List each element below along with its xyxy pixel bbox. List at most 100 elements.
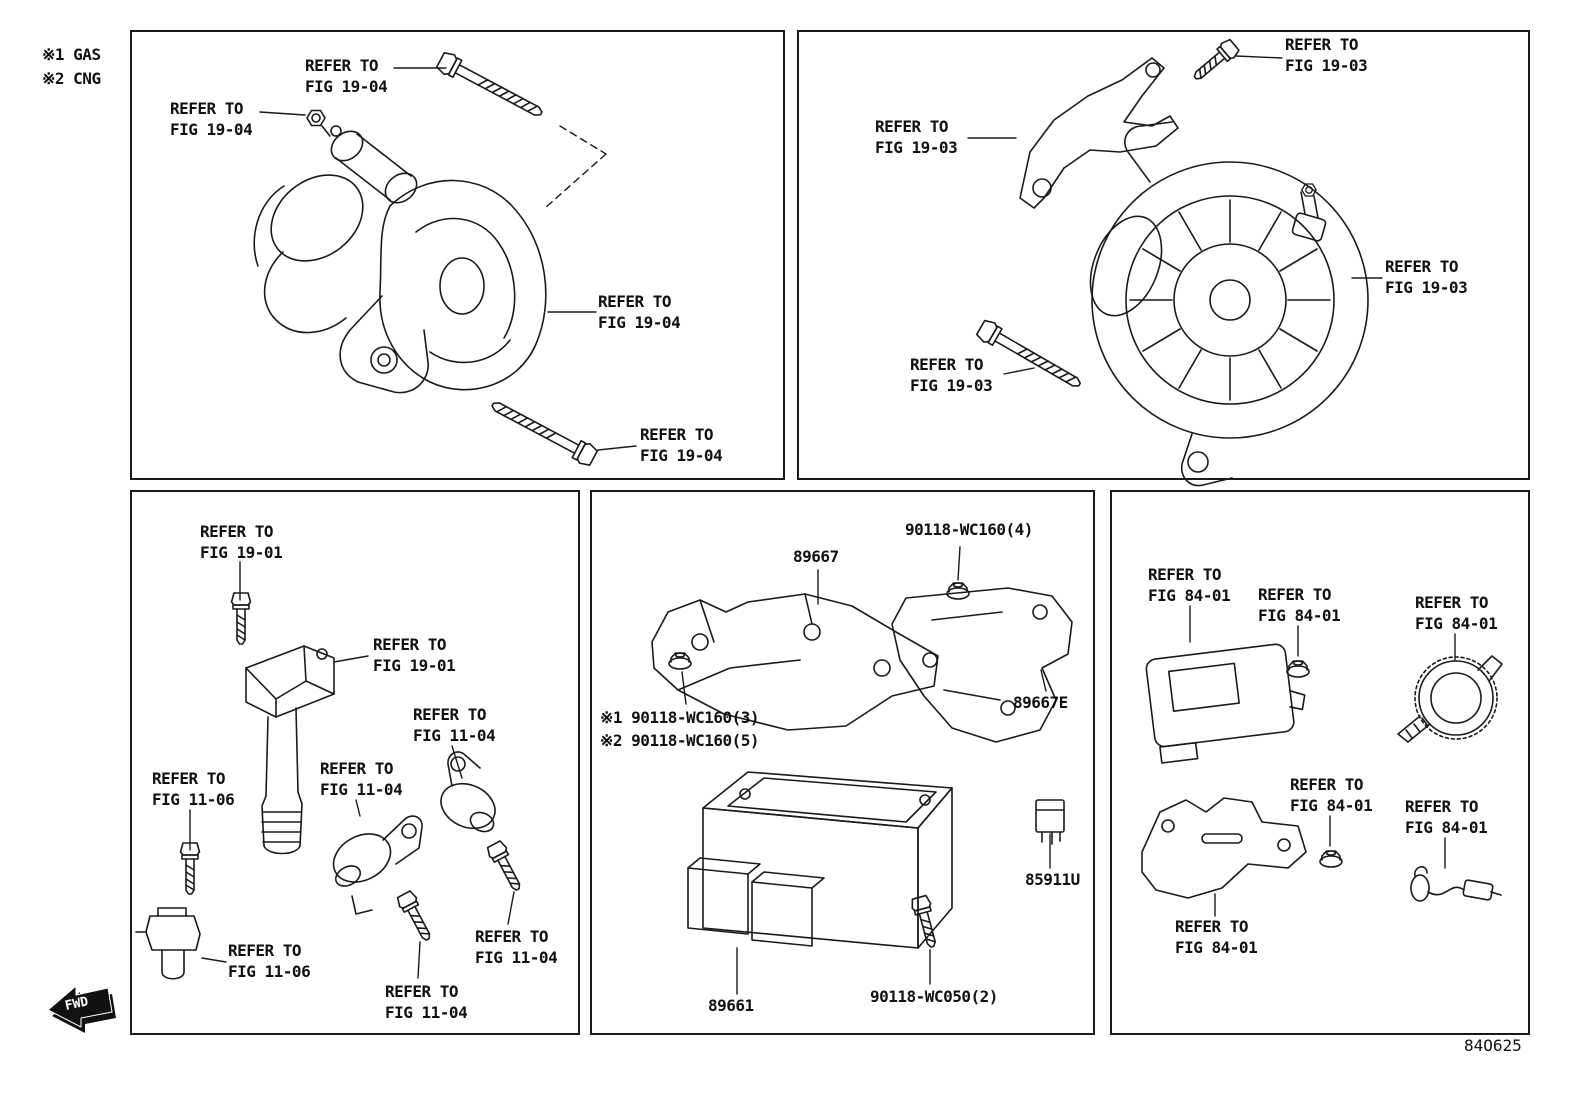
refer-label: REFER TO FIG 19-04 — [640, 424, 723, 466]
panel-alternator — [797, 30, 1530, 480]
refer-label-line1: REFER TO — [373, 635, 447, 654]
control-module-drawing — [1145, 643, 1306, 764]
refer-label-line1: REFER TO — [228, 941, 302, 960]
part-number-label: ※2 90118-WC160(5) — [600, 731, 760, 750]
refer-label: REFER TO FIG 19-04 — [305, 55, 388, 97]
refer-label-line2: FIG 11-06 — [228, 962, 311, 981]
fwd-arrow: FWD — [47, 985, 116, 1033]
refer-label-line1: REFER TO — [170, 99, 244, 118]
nut-icon — [306, 109, 326, 127]
refer-label: REFER TO FIG 19-04 — [598, 291, 681, 333]
refer-label-line2: FIG 11-04 — [320, 780, 403, 799]
bolt-icon — [434, 49, 548, 124]
refer-label: REFER TO FIG 19-03 — [875, 116, 958, 158]
part-number-label: 89661 — [708, 996, 754, 1015]
refer-label-line1: REFER TO — [1415, 593, 1489, 612]
refer-label-line2: FIG 84-01 — [1148, 586, 1231, 605]
map-sensor-drawing — [135, 907, 201, 980]
bolt-icon — [1188, 36, 1242, 86]
refer-label-line1: REFER TO — [640, 425, 714, 444]
refer-label-line1: REFER TO — [152, 769, 226, 788]
refer-label-line1: REFER TO — [910, 355, 984, 374]
nut-icon — [946, 582, 970, 600]
refer-label-line1: REFER TO — [200, 522, 274, 541]
part-number-label: 90118-WC160(4) — [905, 520, 1033, 539]
refer-label-line2: FIG 11-04 — [475, 948, 558, 967]
refer-label: REFER TO FIG 11-04 — [475, 926, 558, 968]
refer-label-line2: FIG 19-03 — [910, 376, 993, 395]
nut-icon — [1286, 660, 1310, 678]
alternator-bracket-drawing — [1019, 57, 1179, 209]
diagram-code: 84O625 — [1464, 1036, 1522, 1055]
refer-label-line1: REFER TO — [305, 56, 379, 75]
refer-label-line1: REFER TO — [413, 705, 487, 724]
sensor-bracket-drawing — [1141, 797, 1307, 899]
leader-lines — [967, 55, 1383, 375]
refer-label-line1: REFER TO — [475, 927, 549, 946]
refer-label-line2: FIG 19-03 — [1385, 278, 1468, 297]
refer-label-line2: FIG 19-04 — [305, 77, 388, 96]
refer-label: REFER TO FIG 84-01 — [1258, 584, 1341, 626]
pigtail-sensor-drawing — [1410, 866, 1502, 902]
refer-label: REFER TO FIG 84-01 — [1148, 564, 1231, 606]
note-gas: ※1 GAS — [42, 45, 101, 64]
pressure-switch-drawing — [1397, 655, 1503, 743]
nut-icon — [668, 652, 692, 670]
refer-label: REFER TO FIG 84-01 — [1290, 774, 1373, 816]
refer-label-line1: REFER TO — [875, 117, 949, 136]
modules-panel-art — [1141, 605, 1503, 917]
camshaft-sensor-drawing — [332, 815, 423, 915]
refer-label: REFER TO FIG 84-01 — [1175, 916, 1258, 958]
refer-label-line2: FIG 84-01 — [1415, 614, 1498, 633]
refer-label-line2: FIG 19-03 — [875, 138, 958, 157]
leader-lines — [189, 561, 515, 979]
panel-ignition-coils — [130, 490, 580, 1035]
part-number-label: 85911U — [1025, 870, 1080, 889]
bolt-icon — [909, 894, 943, 950]
bolt-icon — [394, 889, 437, 945]
refer-label: REFER TO FIG 11-04 — [385, 981, 468, 1023]
refer-label-line1: REFER TO — [1175, 917, 1249, 936]
refer-label-line2: FIG 11-04 — [385, 1003, 468, 1022]
refer-label-line2: FIG 11-04 — [413, 726, 496, 745]
refer-label: REFER TO FIG 11-04 — [413, 704, 496, 746]
starter-panel-art — [253, 49, 637, 469]
bracket-89667e-drawing — [891, 587, 1073, 743]
alternator-panel-art — [967, 36, 1383, 487]
leader-lines — [259, 67, 637, 451]
refer-label-line2: FIG 19-04 — [640, 446, 723, 465]
ignition-coil-drawing — [245, 645, 335, 855]
note-cng: ※2 CNG — [42, 69, 101, 88]
coils-panel-art — [135, 561, 527, 980]
alternator-drawing — [1089, 121, 1369, 487]
refer-label-line1: REFER TO — [1148, 565, 1222, 584]
refer-label: REFER TO FIG 11-04 — [320, 758, 403, 800]
nut-icon — [1319, 850, 1343, 868]
refer-label-line2: FIG 19-04 — [170, 120, 253, 139]
relay-85911u-drawing — [1035, 799, 1065, 845]
part-number-label: 89667 — [793, 547, 839, 566]
bolt-icon — [230, 592, 252, 645]
camshaft-sensor2-drawing — [440, 751, 496, 833]
refer-label: REFER TO FIG 11-06 — [152, 768, 235, 810]
part-number-label: 89667E — [1013, 693, 1068, 712]
refer-label: REFER TO FIG 11-06 — [228, 940, 311, 982]
refer-label: REFER TO FIG 84-01 — [1405, 796, 1488, 838]
refer-label-line1: REFER TO — [1285, 35, 1359, 54]
bracket-89667-drawing — [651, 593, 939, 731]
panel-sensor-modules — [1110, 490, 1530, 1035]
refer-label-line1: REFER TO — [1258, 585, 1332, 604]
panel-starter — [130, 30, 785, 480]
refer-label-line2: FIG 84-01 — [1290, 796, 1373, 815]
refer-label: REFER TO FIG 84-01 — [1415, 592, 1498, 634]
fwd-label: FWD — [64, 994, 90, 1014]
starter-motor-drawing — [253, 125, 547, 394]
refer-label-line1: REFER TO — [385, 982, 459, 1001]
refer-label: REFER TO FIG 19-03 — [910, 354, 993, 396]
bolt-icon — [484, 839, 527, 895]
refer-label-line1: REFER TO — [1385, 257, 1459, 276]
bolt-icon — [486, 394, 600, 469]
refer-label: REFER TO FIG 19-03 — [1285, 34, 1368, 76]
